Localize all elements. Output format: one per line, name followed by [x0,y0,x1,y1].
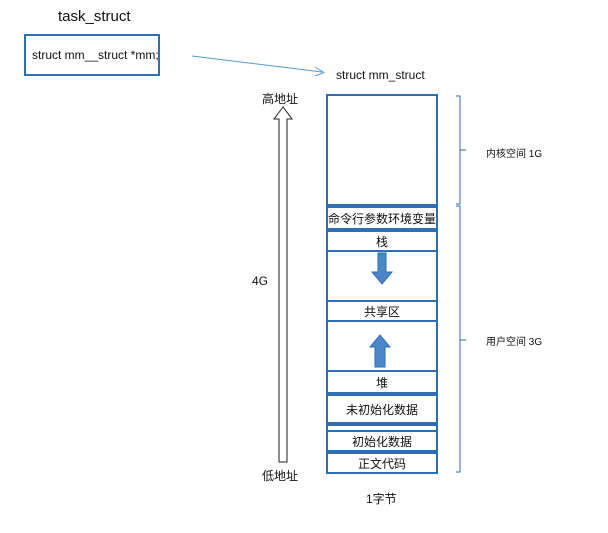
mm-pointer-field: struct mm__struct *mm; [32,48,159,62]
data-segment: 初始化数据 [326,430,438,452]
mm-struct-label: struct mm_struct [336,68,425,82]
address-space-size-label: 4G [252,274,269,288]
heap-grow-up-arrow [368,334,392,368]
kernel-space-label: 内核空间 1G [486,149,543,160]
high-address-label: 高地址 [262,92,299,106]
pointer-arrow [191,55,326,77]
user-space-label: 用户空间 3G [486,337,543,348]
kernel-space-brace [456,95,466,205]
user-space-brace [456,205,466,473]
text-segment: 正文代码 [326,452,438,474]
task-struct-title: task_struct [58,8,131,25]
cmdline-env-segment: 命令行参数环境变量 [326,206,438,230]
bss-segment: 未初始化数据 [326,394,438,424]
kernel-segment [326,94,438,206]
segment-divider [326,424,438,430]
heap-segment: 堆 [326,370,438,394]
task-struct-box: struct mm__struct *mm; [24,34,160,76]
low-address-label: 低地址 [262,469,299,483]
address-direction-arrow [273,106,293,463]
shared-region-segment: 共享区 [326,300,438,322]
unit-label: 1字节 [366,492,397,506]
stack-segment: 栈 [326,230,438,252]
stack-grow-down-arrow [370,252,394,285]
